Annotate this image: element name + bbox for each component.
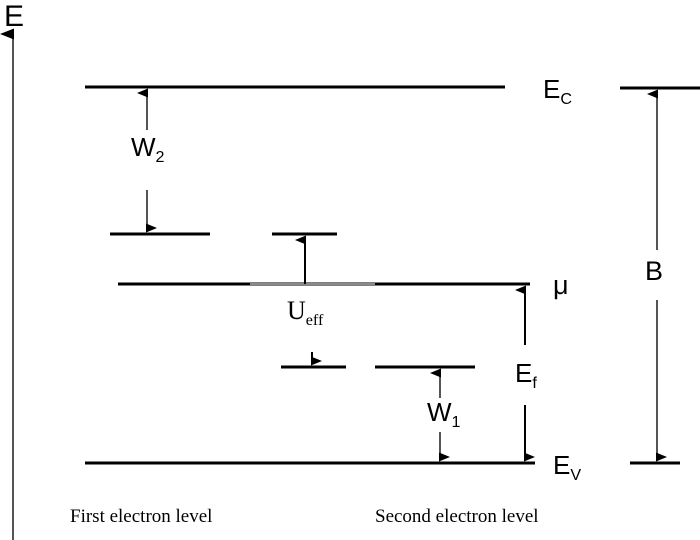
- band-label-conduction: EC: [543, 76, 572, 107]
- measure-arrow-ueff: [295, 235, 322, 366]
- measure-label-w2-base: W: [131, 132, 156, 162]
- band-label-valence-base: E: [553, 450, 571, 480]
- measure-label-ueff-base: U: [287, 296, 306, 325]
- measure-label-w2: W2: [131, 134, 165, 165]
- band-lines: [85, 85, 535, 465]
- band-label-conduction-sub: C: [560, 90, 572, 109]
- measure-label-ef-sub: f: [532, 374, 537, 393]
- measure-label-w1-base: W: [427, 397, 452, 427]
- measure-label-ef: Ef: [515, 360, 537, 391]
- measure-label-w2-sub: 2: [155, 148, 165, 167]
- band-label-chemical-potential: μ: [553, 270, 569, 300]
- band-label-valence-sub: V: [570, 466, 582, 485]
- measure-label-ef-base: E: [515, 358, 533, 388]
- band-label-conduction-base: E: [543, 74, 561, 104]
- energy-axis-label: E: [4, 0, 25, 33]
- measure-label-ueff: Ueff: [287, 298, 323, 329]
- band-label-valence: EV: [553, 452, 581, 483]
- measure-label-w1: W1: [427, 399, 461, 430]
- caption-second-electron-level: Second electron level: [375, 506, 539, 527]
- bracket-b: [620, 86, 700, 465]
- caption-first-electron-level: First electron level: [70, 506, 213, 527]
- measure-label-ueff-sub: eff: [305, 312, 324, 330]
- measure-label-w1-sub: 1: [451, 413, 461, 432]
- measure-label-b: B: [645, 256, 664, 286]
- electron-level-lines: [110, 232, 475, 369]
